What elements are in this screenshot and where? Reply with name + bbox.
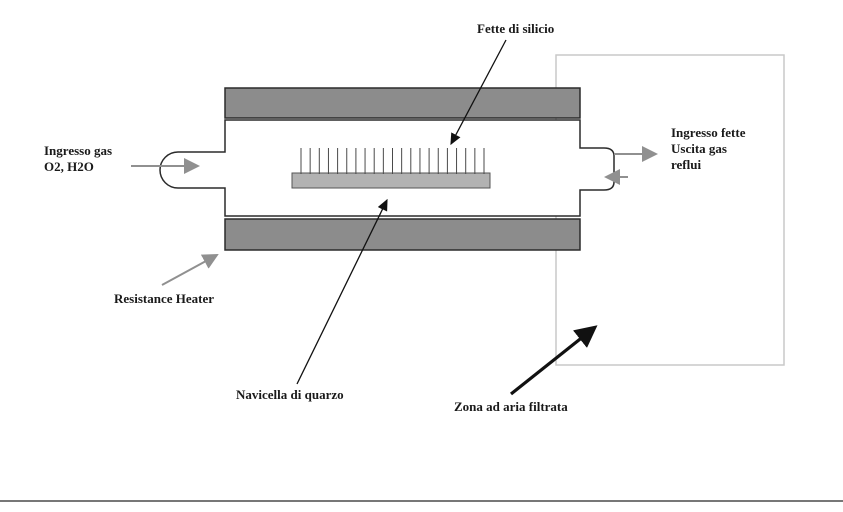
wafers-pointer-arrow (450, 39, 507, 146)
boat-pointer-arrow (296, 198, 388, 385)
silicon-wafers (300, 148, 485, 174)
furnace-tube (159, 119, 615, 217)
wafer-inlet-gas-outlet-label: Ingresso fette Uscita gas reflui (671, 125, 746, 172)
top-heater-bar (224, 87, 581, 119)
quartz-boat (291, 172, 491, 189)
gas-inlet-label: Ingresso gas O2, H2O (44, 143, 113, 174)
zone-pointer-arrow (510, 325, 598, 396)
resistance-heater-label: Resistance Heater (114, 291, 214, 306)
silicon-wafers-label: Fette di silicio (477, 21, 555, 36)
quartz-boat-label: Navicella di quarzo (236, 387, 344, 402)
filtered-air-zone-box (555, 54, 785, 366)
heater-pointer-arrow (161, 254, 219, 286)
bottom-heater-bar (224, 218, 581, 251)
filtered-air-zone-label: Zona ad aria filtrata (454, 399, 568, 414)
